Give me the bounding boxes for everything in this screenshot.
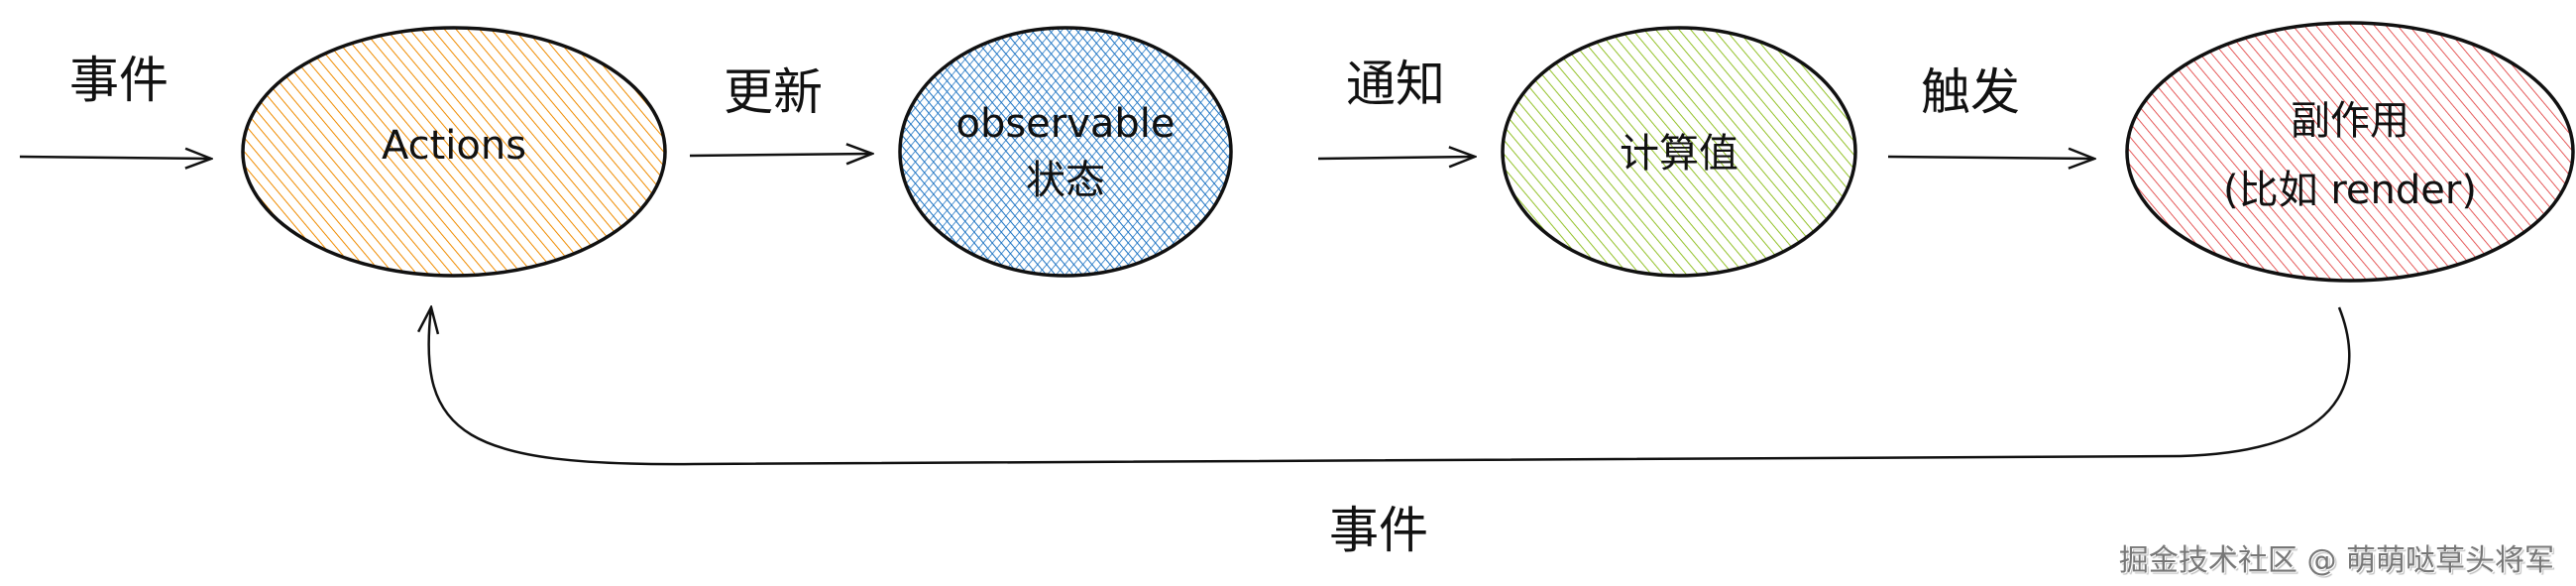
arrow-input <box>19 157 211 159</box>
edge-label-trigger: 触发 <box>1921 63 2020 121</box>
node-actions-label: Actions <box>382 123 526 169</box>
edge-label-update: 更新 <box>724 63 823 121</box>
edge-label-notify: 通知 <box>1346 56 1445 113</box>
node-side-effect-label2: (比如 render) <box>2223 168 2477 213</box>
edge-label-input: 事件 <box>69 52 168 109</box>
node-observable-state: observable 状态 <box>898 26 1233 278</box>
node-side-effect: 副作用 (比如 render) <box>2125 21 2575 283</box>
node-computed-label: 计算值 <box>1620 131 1738 176</box>
node-actions: Actions <box>241 26 667 278</box>
arrow-update <box>689 154 872 156</box>
node-observable-label: observable <box>955 101 1175 147</box>
arrow-trigger <box>1887 157 2094 159</box>
arrow-feedback <box>429 307 2351 466</box>
edge-label-feedback: 事件 <box>1329 502 1428 559</box>
node-side-effect-label: 副作用 <box>2291 98 2409 144</box>
arrow-notify <box>1317 157 1475 159</box>
node-observable-label2: 状态 <box>1026 158 1105 203</box>
watermark: 掘金技术社区 @ 萌萌哒草头将军 <box>2118 543 2554 578</box>
node-computed: 计算值 <box>1501 26 1857 278</box>
